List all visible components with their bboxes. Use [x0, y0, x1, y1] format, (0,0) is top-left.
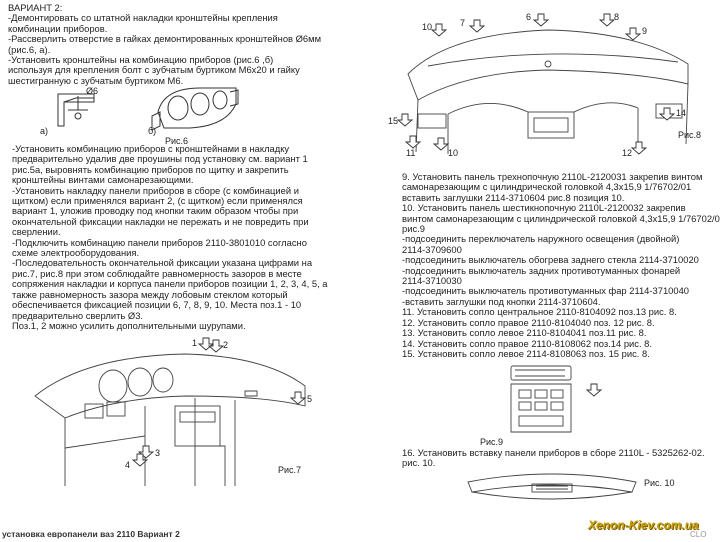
rt-line: -подсоединить выключатель обогрева задне… — [402, 254, 699, 266]
lm-line: сопряжения накладки и корпуса панели при… — [12, 278, 328, 290]
lm-line: рис.7, рис.8 при этом соблюдайте равноме… — [12, 267, 302, 279]
lm-line: вариант 1, уложив проводку под кнопки та… — [12, 205, 299, 217]
rt-line: 10. Установить панель шестикнопочную 211… — [402, 202, 686, 214]
lt-line: -Установить кронштейны на комбинацию при… — [8, 54, 274, 66]
lt-line: используя для крепления болт с зубчатым … — [8, 64, 300, 76]
figure-6: Ø6 — [40, 82, 240, 142]
fig10-caption: Рис. 10 — [644, 478, 675, 488]
lm-line: также равномерность зазора между лобовым… — [12, 288, 288, 300]
rb-line: рис. 10. — [402, 457, 436, 469]
bracket-a-drawing — [57, 93, 95, 127]
lt-line: -Рассверлить отверстие в гайках демонтир… — [8, 33, 322, 45]
fig8-num-12: 12 — [622, 148, 632, 158]
fig8-num-14: 14 — [676, 108, 686, 118]
fig7-num-5: 5 — [307, 394, 312, 404]
rt-line: -подсоединить выключатель противотуманны… — [402, 285, 690, 297]
fig7-num-1: 1 — [192, 338, 197, 348]
corner-mark: CLO — [690, 530, 707, 539]
fig6-label-a: а) — [40, 126, 49, 136]
lm-line: окончательной фиксации накладки не переж… — [12, 215, 309, 227]
lt-line: шестигранную с зубчатым буртиком М6. — [8, 74, 184, 86]
page-footer: установка европанели ваз 2110 Вариант 2 — [2, 529, 180, 539]
fig8-num-15: 15 — [388, 116, 398, 126]
fig8-num-11: 11 — [406, 148, 415, 158]
lm-line: обеспечивается фиксацией позиции 6, 7, 8… — [12, 299, 302, 311]
rt-line: -подсоединить переключатель наружного ос… — [402, 233, 680, 245]
rt-line: 2114-3709600 — [402, 243, 462, 255]
fig6-dim-label: Ø6 — [86, 86, 98, 96]
lm-line: -Установить комбинацию приборов с кроншт… — [12, 143, 290, 154]
fig7-num-2: 2 — [223, 340, 228, 350]
figure-7: 1 2 3 4 5 — [25, 336, 325, 496]
lt-line: ВАРИАНТ 2: — [8, 2, 63, 13]
lt-line: (рис.6, а). — [8, 43, 51, 55]
fig8-caption: Рис.8 — [678, 130, 702, 140]
lm-line: предварительно сверлить Ø3. — [12, 309, 144, 321]
lm-line: кронштейны винтами самонарезающими. — [12, 174, 194, 186]
lm-line: щитком) если применялся вариант 2, (с щи… — [12, 195, 303, 207]
lm-line: -Установить накладку панели приборов в с… — [12, 184, 299, 196]
rt-line: 2114-3710030 — [402, 275, 462, 287]
lm-line: -Подключить комбинацию панели приборов 2… — [12, 236, 307, 248]
lm-line: сверлении. — [12, 226, 61, 238]
rt-line: -подсоединить выключатель задних противо… — [402, 264, 681, 276]
instructions-right: 9. Установить панель трехнопочную 2110L-… — [402, 171, 720, 359]
lt-line: -Демонтировать со штатной накладки кронш… — [8, 12, 278, 24]
lt-line: комбинации приборов. — [8, 22, 108, 34]
cluster-b-drawing — [151, 87, 239, 131]
rt-line: винтом самонарезающим с цилиндрической г… — [402, 212, 720, 224]
figure-8: 10 7 6 8 9 15 11 10 12 14 — [388, 4, 713, 166]
rt-line: 11. Установить сопло центральное 2110-81… — [402, 306, 677, 318]
instructions-right-bottom: 16. Установить вставку панели приборов в… — [402, 447, 705, 469]
fig8-num-10b: 10 — [448, 148, 458, 158]
fig8-num-9: 9 — [642, 26, 647, 36]
fig7-caption: Рис.7 — [278, 465, 302, 475]
fig8-num-7: 7 — [460, 18, 465, 28]
fig9-caption: Рис.9 — [480, 437, 504, 447]
rt-line: 14. Установить сопло правое 2110-8108062… — [402, 337, 653, 349]
fig6-label-b: б) — [148, 126, 157, 136]
rt-line: 12. Установить сопло правое 2110-8104040… — [402, 316, 655, 328]
rt-line: рис.9 — [402, 223, 425, 235]
rt-line: 15. Установить сопло левое 2114-8108063 … — [402, 347, 650, 359]
lm-line: -Последовательность окончательной фиксац… — [12, 257, 313, 269]
lm-line: Поз.1, 2 можно усилить дополнительными ш… — [12, 319, 246, 331]
instructions-left-mid: -Установить комбинацию приборов с кроншт… — [12, 143, 328, 331]
rt-line: -вставить заглушки под кнопки 2114-37106… — [402, 295, 601, 307]
fig7-num-4: 4 — [125, 460, 130, 470]
lm-line: схеме электрооборудования. — [12, 247, 140, 259]
fig8-num-6: 6 — [526, 12, 531, 22]
lm-line: предварительно удалив две проушины под у… — [12, 153, 308, 165]
instructions-left-top: ВАРИАНТ 2:-Демонтировать со штатной накл… — [8, 2, 322, 86]
rt-line: 9. Установить панель трехнопочную 2110L-… — [402, 171, 703, 182]
fig7-num-3: 3 — [155, 448, 160, 458]
fig8-num-10a: 10 — [422, 22, 432, 32]
lm-line: рис.5а, выровнять комбинацию приборов по… — [12, 163, 289, 175]
site-logo: Xenon-Kiev.com.ua — [588, 518, 699, 532]
rt-line: самонарезающим с цилиндрической головкой… — [402, 181, 692, 193]
figure-9 — [505, 362, 605, 442]
figure-10 — [462, 470, 642, 520]
rt-line: 13. Установить сопло левое 2110-8104041 … — [402, 327, 647, 339]
fig6-caption: Рис.6 — [165, 136, 189, 146]
rt-line: вставить заглушки 2114-3710604 рис.8 поз… — [402, 191, 625, 203]
rb-line: 16. Установить вставку панели приборов в… — [402, 447, 705, 458]
fig8-num-8: 8 — [614, 12, 619, 22]
